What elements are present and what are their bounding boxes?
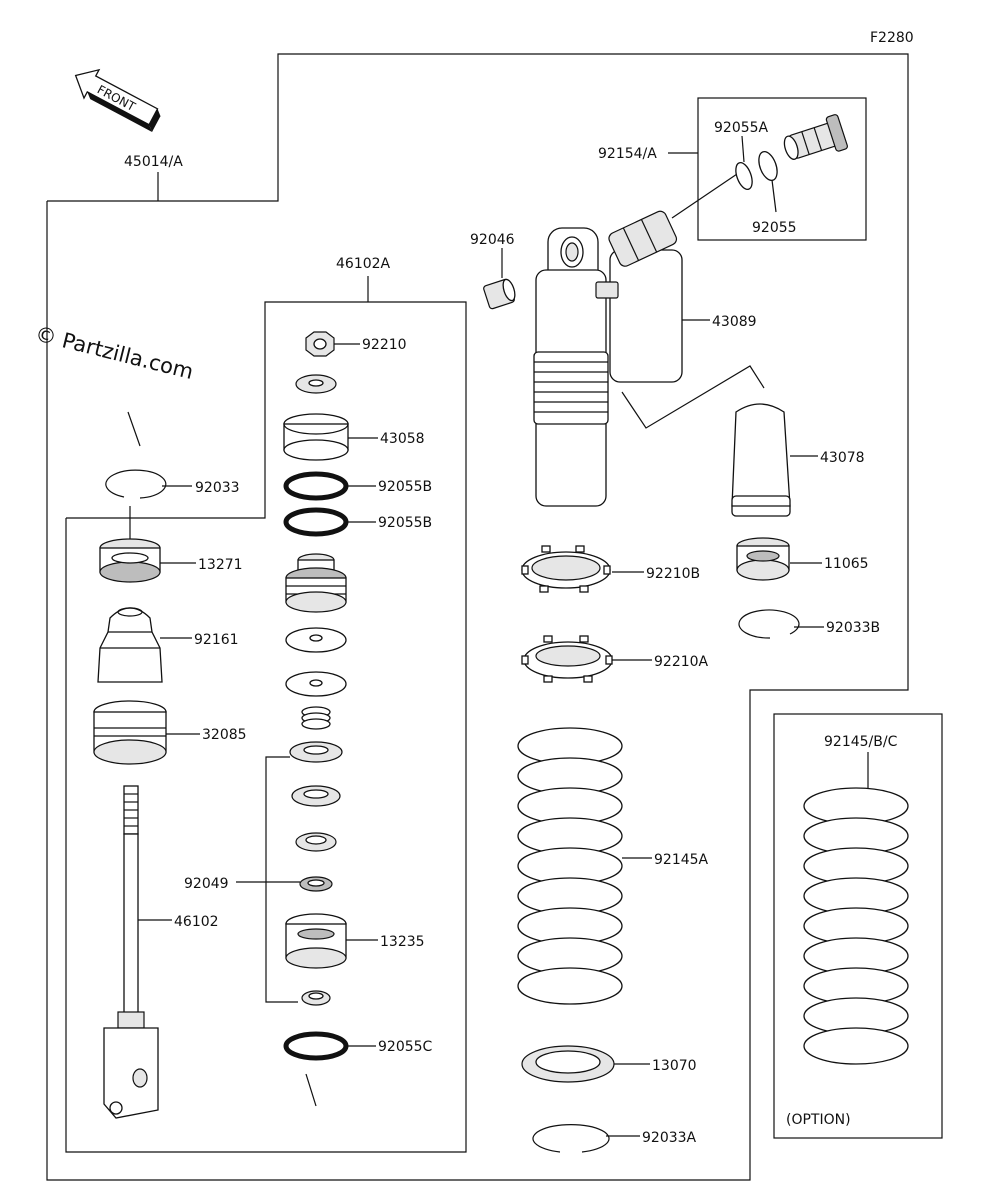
- label-11065: 11065: [824, 556, 869, 572]
- label-92145A: 92145A: [654, 852, 709, 868]
- watermark: © Partzilla.com: [33, 322, 196, 384]
- bushing-92046: [483, 278, 516, 310]
- label-92154: 92154/A: [598, 146, 657, 162]
- label-13070: 13070: [652, 1058, 697, 1074]
- part-13271: [99, 538, 161, 583]
- lock-nut-92210A: [521, 635, 613, 683]
- o-ring-92055A: [735, 161, 753, 191]
- label-92033A: 92033A: [642, 1130, 697, 1146]
- label-92055C: 92055C: [378, 1039, 433, 1055]
- o-ring-92055B-1: [283, 471, 349, 501]
- figure-code: F2280: [870, 30, 914, 46]
- option-label: (OPTION): [786, 1112, 851, 1128]
- label-92055A: 92055A: [714, 120, 769, 136]
- valve-body-92154: [783, 114, 848, 160]
- inset-box-92154: [697, 97, 867, 241]
- collar-43058: [283, 413, 349, 461]
- o-ring-92055B-2: [283, 507, 349, 537]
- assembly-boundary-45014: [46, 53, 909, 1181]
- snap-ring-92033A: [532, 1124, 610, 1153]
- main-spring-92145A: [517, 727, 623, 1005]
- label-43089: 43089: [712, 314, 757, 330]
- label-92033B: 92033B: [826, 620, 880, 636]
- assembly-boundary-46102A: [65, 301, 467, 1153]
- part-32085: [93, 700, 167, 765]
- option-spring-92145BC: [803, 787, 909, 1065]
- label-92210A: 92210A: [654, 654, 709, 670]
- label-92210B: 92210B: [646, 566, 700, 582]
- label-43078: 43078: [820, 450, 865, 466]
- option-box: [773, 713, 943, 1139]
- label-43058: 43058: [380, 431, 425, 447]
- label-32085: 32085: [202, 727, 247, 743]
- small-spring: [301, 706, 331, 730]
- part-13235: [285, 913, 347, 969]
- label-92055: 92055: [752, 220, 797, 236]
- label-92046: 92046: [470, 232, 515, 248]
- snap-ring-92033: [105, 469, 167, 499]
- cap-11065: [736, 537, 790, 581]
- bump-stop-92161: [97, 607, 163, 683]
- lock-nut-92210B: [521, 545, 611, 593]
- label-92049: 92049: [184, 876, 229, 892]
- o-ring-92055: [758, 150, 778, 182]
- rod-46102: [103, 785, 159, 1119]
- label-46102: 46102: [174, 914, 219, 930]
- label-92055B-1: 92055B: [378, 479, 432, 495]
- snap-ring-92033B: [738, 609, 800, 639]
- label-92161: 92161: [194, 632, 239, 648]
- shock-body-43089: [533, 210, 683, 507]
- piston-assembly: [285, 553, 347, 613]
- reservoir-cap-43078: [731, 403, 791, 517]
- label-92210: 92210: [362, 337, 407, 353]
- label-13271: 13271: [198, 557, 243, 573]
- label-92055B-2: 92055B: [378, 515, 432, 531]
- label-92145BC: 92145/B/C: [824, 734, 898, 750]
- label-13235: 13235: [380, 934, 425, 950]
- o-ring-92055C: [283, 1031, 349, 1061]
- label-46102A: 46102A: [336, 256, 391, 272]
- front-arrow-icon: FRONT: [74, 68, 161, 132]
- label-45014: 45014/A: [124, 154, 183, 170]
- label-92033: 92033: [195, 480, 240, 496]
